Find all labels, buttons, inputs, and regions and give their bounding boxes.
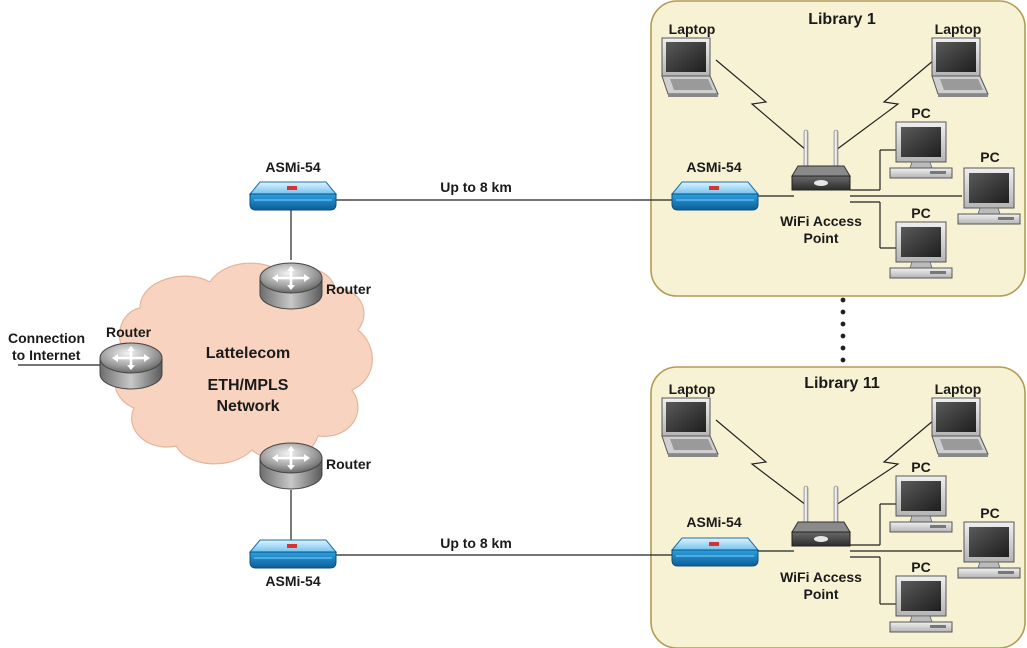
pc-label: PC	[911, 459, 930, 475]
laptop-icon	[931, 397, 989, 458]
asmi-label-left-bottom: ASMi-54	[265, 573, 320, 589]
pc-label: PC	[980, 505, 999, 521]
laptop-icon	[931, 37, 989, 98]
asmi-modem-left-top-icon	[249, 181, 337, 211]
asmi-label-left-top: ASMi-54	[265, 159, 320, 175]
router-label-internet: Router	[106, 324, 152, 340]
asmi-modem-left-bottom-icon	[249, 539, 337, 569]
laptop-icon	[661, 37, 719, 98]
laptop-label: Laptop	[935, 381, 982, 397]
asmi-label-lib11: ASMi-54	[686, 514, 741, 530]
internet-router-icon	[98, 341, 164, 391]
pc-icon	[957, 521, 1021, 579]
connection-label-line2: to Internet	[12, 347, 81, 363]
laptop-icon	[661, 397, 719, 458]
labels: Connection to Internet Router Router Rou…	[8, 11, 1000, 602]
laptop-label: Laptop	[935, 21, 982, 37]
laptop-label: Laptop	[669, 381, 716, 397]
bottom-router-icon	[258, 441, 324, 491]
pc-icon	[957, 167, 1021, 225]
library-11-title: Library 11	[804, 375, 880, 392]
cloud-label-line1: Lattelecom	[206, 345, 290, 362]
asmi-label-lib1: ASMi-54	[686, 159, 741, 175]
pc-icon	[889, 121, 953, 179]
wifi-label-lib11-line2: Point	[804, 586, 839, 602]
asmi-modem-lib1-icon	[671, 181, 759, 211]
cloud-label-line3: Network	[216, 398, 279, 415]
wireless-links	[715, 59, 935, 506]
network-cloud	[113, 262, 373, 465]
pc-icon	[889, 221, 953, 279]
laptop-label: Laptop	[669, 21, 716, 37]
link-distance-bottom: Up to 8 km	[440, 535, 512, 551]
router-label-bottom: Router	[326, 456, 372, 472]
top-router-icon	[258, 261, 324, 311]
pc-label: PC	[911, 105, 930, 121]
wifi-label-lib11-line1: WiFi Access	[780, 569, 862, 585]
link-distance-top: Up to 8 km	[440, 179, 512, 195]
pc-icon	[889, 475, 953, 533]
dotted-connector	[840, 297, 846, 363]
wired-links	[18, 149, 962, 605]
wifi-label-lib1-line2: Point	[804, 230, 839, 246]
cloud-label-line2: ETH/MPLS	[208, 377, 289, 394]
asmi-modem-lib11-icon	[671, 537, 759, 567]
pc-label: PC	[911, 559, 930, 575]
library-1-title: Library 1	[808, 11, 876, 28]
pc-icon	[889, 575, 953, 633]
connection-label-line1: Connection	[8, 330, 85, 346]
router-label-top: Router	[326, 281, 372, 297]
pc-label: PC	[911, 205, 930, 221]
pc-label: PC	[980, 149, 999, 165]
wifi-label-lib1-line1: WiFi Access	[780, 213, 862, 229]
